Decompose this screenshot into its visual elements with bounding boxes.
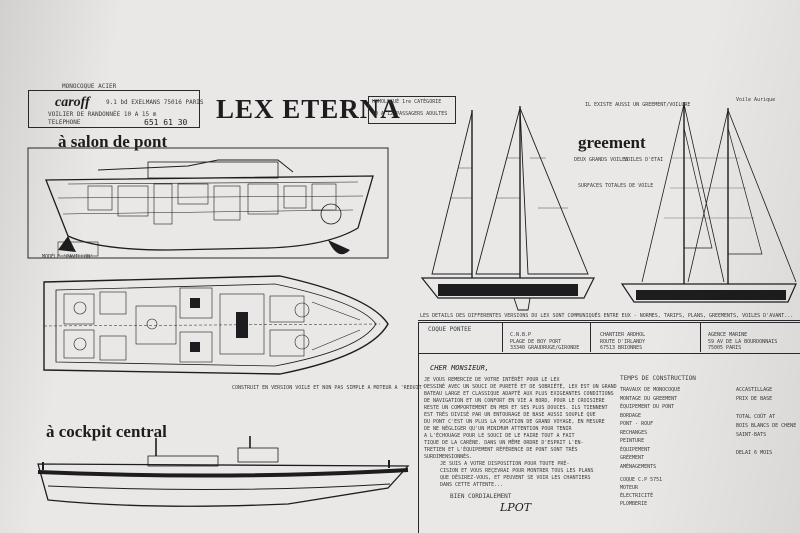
closing-line-1: CISION ET VOUS REÇEVRAI POUR MONTRER TOU… bbox=[440, 468, 594, 474]
letter-greeting: CHER MONSIEUR, bbox=[430, 364, 490, 372]
cockpit-profile-drawing bbox=[37, 436, 410, 507]
col3-line1: 59 AV DE LA BOURDONNAIS bbox=[708, 339, 778, 345]
side-profile-drawing bbox=[27, 147, 389, 259]
construction-extra-item-3: PLOMBERIE bbox=[620, 501, 648, 507]
col3-name: AGENCE MARINE bbox=[708, 332, 748, 338]
col1-name: C.N.B.P bbox=[510, 332, 532, 338]
section-cockpit: à cockpit central bbox=[46, 422, 167, 441]
closing-line-3: DANS CETTE ATTENTE... bbox=[440, 482, 504, 488]
boat-title: LEX ETERNA bbox=[216, 94, 401, 124]
construction-item-5: RECHANGES bbox=[620, 429, 648, 436]
letter-line-11: SURDIMENSIONNÉS. bbox=[424, 454, 473, 460]
right-line-3: TOTAL COÛT AT bbox=[736, 414, 776, 420]
phone-label: TELEPHONE bbox=[48, 119, 81, 126]
letter-line-1: DESSINÉ AVEC UN SOUCI DE PURETÉ ET DE SO… bbox=[424, 384, 617, 390]
letter-line-9: TIQUE DE LA CARÈNE. DANS UN MÊME ORDRE D… bbox=[424, 440, 584, 446]
table-divider-3 bbox=[700, 322, 701, 352]
top-note: MONOCOQUE ACIER bbox=[62, 83, 117, 90]
construction-item-4: PONT - ROUF bbox=[620, 421, 654, 427]
construction-extra-item-2: ÉLECTRICITÉ bbox=[620, 493, 654, 499]
coque-label: COQUE PONTEE bbox=[428, 326, 472, 333]
letter-signature: LPOT bbox=[500, 501, 532, 514]
table-top-rule bbox=[418, 320, 800, 322]
plan-view-drawing bbox=[43, 275, 389, 375]
inset-note: MODÈLE 'PAVILLON' bbox=[42, 254, 94, 260]
letter-line-2: BATEAU LARGE ET CLASSIQUE ADAPTÉ AUX PLU… bbox=[424, 391, 614, 397]
phone-number: 651 61 30 bbox=[144, 118, 188, 127]
rig-note-1: IL EXISTE AUSSI UN GREEMENT/VOILURE bbox=[585, 102, 691, 108]
right-line-1: PRIX DE BASE bbox=[736, 396, 773, 402]
table-divider-2 bbox=[590, 322, 591, 352]
section-salon: à salon de pont bbox=[58, 132, 168, 151]
right-line-4: BOIS BLANCS DE CHENE bbox=[736, 423, 797, 429]
right-line-0: ACCASTILLAGE bbox=[736, 387, 773, 393]
construction-item-7: ÉQUIPEMENT bbox=[620, 446, 651, 453]
col3-line2: 75005 PARIS bbox=[708, 345, 742, 351]
rig-drawing-right bbox=[620, 102, 797, 303]
col1-line2: 33340 GRAUDRUGE/GIRONDE bbox=[510, 345, 580, 351]
construction-item-0: TRAVAUX DE MONOCOQUE bbox=[620, 387, 681, 393]
letter-line-3: DE NAVIGATION ET UN CONFORT EN VIE A BOR… bbox=[424, 398, 605, 404]
section-gree: greement bbox=[578, 133, 646, 152]
right-line-7: DELAI 6 MOIS bbox=[736, 450, 773, 456]
letter-line-4: RESTE UN COMPORTEMENT EN MER ET SES PLUS… bbox=[424, 405, 608, 411]
builder-box bbox=[28, 90, 200, 128]
sail-plan-drawing bbox=[420, 106, 595, 311]
closing-line-2: QUE DÉSIREZ-VOUS, ET PEUVENT SE VOIR LES… bbox=[440, 475, 591, 481]
col1-line1: PLAGE DE BOY PORT bbox=[510, 339, 562, 345]
interior-note: CONSTRUIT EN VERSION VOILE ET NON PAS SI… bbox=[232, 385, 425, 391]
letter-line-8: A L'ÉCHOUAGE POUR LE SOUCI DE LE FAIRE T… bbox=[424, 433, 575, 439]
col2-line1: ROUTE D'IRLANDY bbox=[600, 339, 646, 345]
letter-line-0: JE VOUS REMERCIE DE VOTRE INTÉRÊT POUR L… bbox=[424, 377, 560, 383]
rig-note-5: Voile Aurique bbox=[736, 97, 776, 103]
class-box bbox=[368, 96, 456, 124]
construction-item-3: BORDAGE bbox=[620, 412, 642, 419]
rig-note-3: VOILES D'ETAI bbox=[624, 157, 664, 163]
right-line-5: SAINT-BATS bbox=[736, 432, 767, 438]
construction-item-8: GRÉEMENT bbox=[620, 455, 645, 461]
letter-line-5: EST TRÈS DIVISÉ PAR UN ENTOURAGE DE BASE… bbox=[424, 412, 596, 418]
table-header: LES DETAILS DES DIFFERENTES VERSIONS DU … bbox=[420, 313, 794, 319]
construction-item-1: MONTAGE DU GREEMENT bbox=[620, 395, 678, 402]
table-divider-1 bbox=[502, 322, 503, 352]
builder-name: caroff bbox=[55, 95, 90, 110]
closing-line-0: JE SUIS A VOTRE DISPOSITION POUR TOUTE P… bbox=[440, 461, 570, 467]
capacity-note: 10 A 12 PASSAGERS ADULTES bbox=[372, 111, 448, 117]
construction-title: TEMPS DE CONSTRUCTION bbox=[620, 375, 696, 382]
construction-item-6: PEINTURE bbox=[620, 438, 645, 444]
rig-note-4: SURFACES TOTALES DE VOILE bbox=[578, 183, 654, 189]
construction-extra-item-1: MOTEUR bbox=[620, 485, 639, 491]
letter-line-10: TRETIEN ET L'ÉQUIPEMENT RÉFÉRENCE DE PON… bbox=[424, 447, 578, 453]
letter-left-rule bbox=[418, 352, 419, 533]
col2-line2: 67513 BRIONNES bbox=[600, 345, 643, 351]
col2-name: CHANTIER ARDHOL bbox=[600, 332, 646, 338]
letter-line-6: DU PONT C'EST UN PLUS LA VOCATION DE GRA… bbox=[424, 419, 605, 425]
rig-note-2: DEUX GRANDS VOILES bbox=[574, 157, 629, 163]
construction-extra-item-0: COQUE C.P 5751 bbox=[620, 477, 663, 483]
construction-item-9: AMÉNAGEMENTS bbox=[620, 463, 657, 470]
construction-item-2: ÉQUIPEMENT DU PONT bbox=[620, 404, 675, 410]
details-table bbox=[418, 322, 800, 354]
letter-sign-off: BIEN CORDIALEMENT bbox=[450, 493, 512, 500]
class-note: HOMOLOGUÉ 1re CATÉGORIE bbox=[372, 99, 442, 105]
sail-note: VOILIER DE RANDONNÉE 10 A 15 m bbox=[48, 111, 157, 118]
builder-address: 9.1 bd EXELMANS 75016 PARIS bbox=[106, 99, 204, 106]
letter-line-7: DE NE NÉGLIGER QU'UN MINIMUM ATTENTION P… bbox=[424, 426, 572, 432]
